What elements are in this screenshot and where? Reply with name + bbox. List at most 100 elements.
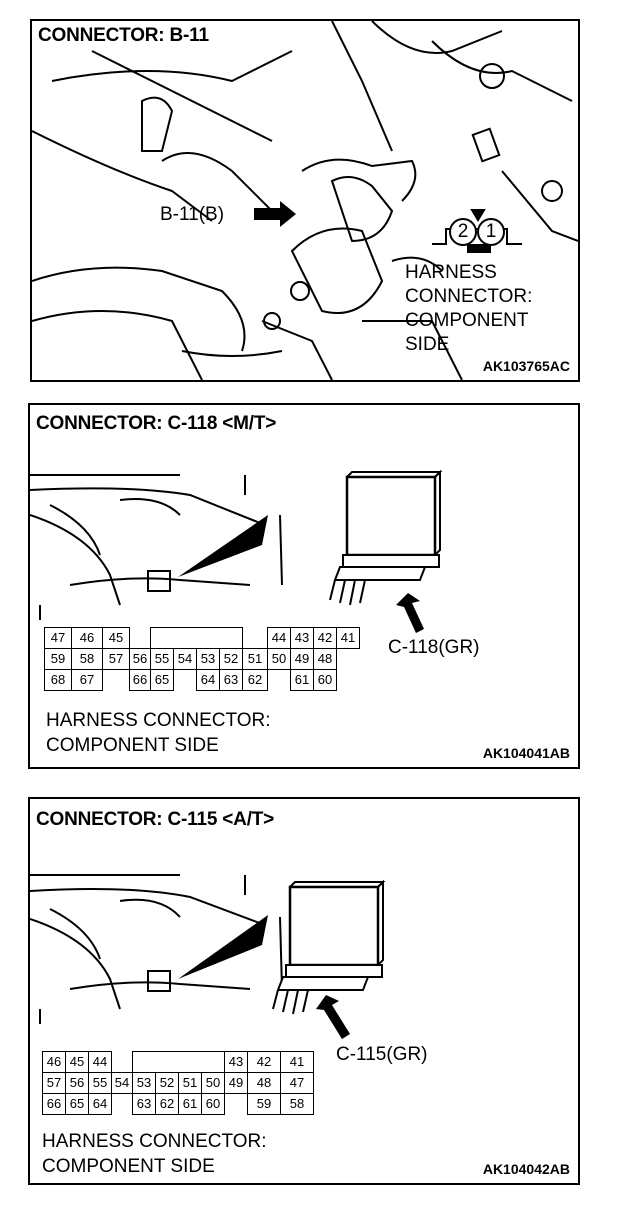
pin-cell: 41 — [280, 1051, 314, 1073]
pin-gap — [173, 669, 197, 691]
engine-bay-illustration — [32, 21, 578, 380]
figure-code: AK104042AB — [482, 1161, 570, 1177]
pin-row: 68 67 66 65 64 63 62 61 60 — [44, 669, 360, 691]
pin-cell: 45 — [65, 1051, 89, 1073]
panel-c115: CONNECTOR: C-115 <A/T> C-115(GR) 46 45 4… — [28, 797, 580, 1185]
pin-cell: 54 — [173, 648, 197, 670]
pin-cell: 63 — [219, 669, 243, 691]
pin-gap — [224, 1093, 248, 1115]
pin-row: 47 46 45 44 43 42 41 — [44, 627, 360, 649]
pin-gap — [130, 628, 151, 649]
pin-cell: 64 — [196, 669, 220, 691]
pin-gap — [111, 1093, 133, 1115]
panel-c118: CONNECTOR: C-118 <M/T> C-118(GR) 47 46 4… — [28, 403, 580, 769]
pin-2-circle: 2 — [449, 218, 477, 246]
pin-cell: 57 — [42, 1072, 66, 1094]
pin-cell: 62 — [242, 669, 268, 691]
pin-cell: 52 — [155, 1072, 179, 1094]
pin-cell: 61 — [290, 669, 314, 691]
pin-cell: 61 — [178, 1093, 202, 1115]
pin-cell: 68 — [44, 669, 72, 691]
pin-cell: 50 — [201, 1072, 225, 1094]
pin-cell: 55 — [150, 648, 174, 670]
pin-cell: 55 — [88, 1072, 112, 1094]
dash-pointer-wedge — [178, 515, 268, 577]
pin-cell: 59 — [247, 1093, 281, 1115]
b11-pointer-arrow — [254, 201, 296, 227]
panel-title: CONNECTOR: B-11 — [38, 25, 209, 46]
c118-pin-grid: 47 46 45 44 43 42 41 59 58 57 56 55 54 5… — [44, 627, 360, 691]
pin-row: 66 65 64 63 62 61 60 59 58 — [42, 1093, 314, 1115]
pin-cell: 56 — [129, 648, 151, 670]
c118-pointer-arrow — [396, 593, 424, 633]
pin-cell: 57 — [102, 648, 130, 670]
pin-cell: 46 — [42, 1051, 66, 1073]
panel-b11: CONNECTOR: B-11 B-11(B) 1 2 HARNESS CONN… — [30, 19, 580, 382]
pin-label: 1 — [485, 221, 497, 242]
pin-cell: 59 — [44, 648, 72, 670]
label-line: HARNESS CONNECTOR: — [46, 710, 271, 731]
harness-connector-label: HARNESS CONNECTOR: COMPONENT SIDE — [46, 708, 271, 758]
pin-cell: 54 — [111, 1072, 133, 1094]
dashboard-illustration — [30, 469, 443, 633]
label-line: COMPONENT SIDE — [42, 1156, 215, 1177]
pin-cell: 47 — [280, 1072, 314, 1094]
b11-pointer-label: B-11(B) — [160, 204, 225, 225]
pin-cell: 44 — [267, 627, 291, 649]
pin-cell: 67 — [71, 669, 103, 691]
panel-title: CONNECTOR: C-118 <M/T> — [36, 413, 277, 434]
pin-row: 57 56 55 54 53 52 51 50 49 48 47 — [42, 1072, 314, 1094]
pin-cell: 58 — [71, 648, 103, 670]
pin-cell: 65 — [65, 1093, 89, 1115]
pin-gap — [112, 1052, 133, 1073]
pin-cell: 60 — [201, 1093, 225, 1115]
pin-cell: 63 — [132, 1093, 156, 1115]
pin-cell: 66 — [129, 669, 151, 691]
pin-gap — [337, 649, 360, 670]
pin-cell: 45 — [102, 627, 130, 649]
pin-row: 59 58 57 56 55 54 53 52 51 50 49 48 — [44, 648, 360, 670]
pin-gap — [102, 669, 130, 691]
pin-cell: 47 — [44, 627, 72, 649]
pin-cell: 53 — [132, 1072, 156, 1094]
pin-gap — [243, 628, 268, 649]
connector-key — [132, 1051, 225, 1073]
pin-cell: 42 — [313, 627, 337, 649]
c115-pin-grid: 46 45 44 43 42 41 57 56 55 54 53 52 51 5… — [42, 1051, 314, 1115]
pin-gap — [267, 669, 291, 691]
harness-connector-label: HARNESS CONNECTOR: COMPONENT SIDE — [405, 261, 532, 357]
harness-connector-label: HARNESS CONNECTOR: COMPONENT SIDE — [42, 1129, 267, 1179]
pin-gap — [337, 670, 360, 691]
pin-cell: 48 — [247, 1072, 281, 1094]
panel-title: CONNECTOR: C-115 <A/T> — [36, 809, 275, 830]
pin-label: 2 — [457, 221, 469, 242]
dashboard-illustration — [30, 874, 386, 1039]
connector-key — [150, 627, 243, 649]
pin-cell: 64 — [88, 1093, 112, 1115]
c115-pointer-arrow — [316, 995, 350, 1039]
figure-code: AK103765AC — [482, 358, 570, 374]
pin-cell: 51 — [242, 648, 268, 670]
pin-cell: 53 — [196, 648, 220, 670]
label-line: SIDE — [405, 334, 450, 355]
label-line: COMPONENT SIDE — [46, 735, 219, 756]
pin-1-circle: 1 — [477, 218, 505, 246]
pin-cell: 65 — [150, 669, 174, 691]
label-line: HARNESS CONNECTOR: — [42, 1131, 267, 1152]
pin-cell: 46 — [71, 627, 103, 649]
pin-cell: 44 — [88, 1051, 112, 1073]
pin-cell: 42 — [247, 1051, 281, 1073]
pin-cell: 52 — [219, 648, 243, 670]
pin-cell: 56 — [65, 1072, 89, 1094]
pin-cell: 41 — [336, 627, 360, 649]
pin-cell: 62 — [155, 1093, 179, 1115]
c115-pointer-label: C-115(GR) — [336, 1044, 428, 1065]
pin-cell: 49 — [224, 1072, 248, 1094]
label-line: HARNESS — [405, 262, 497, 283]
pin-cell: 43 — [290, 627, 314, 649]
figure-code: AK104041AB — [482, 745, 570, 761]
pin-cell: 43 — [224, 1051, 248, 1073]
pin-cell: 58 — [280, 1093, 314, 1115]
pin-cell: 60 — [313, 669, 337, 691]
pin-cell: 51 — [178, 1072, 202, 1094]
